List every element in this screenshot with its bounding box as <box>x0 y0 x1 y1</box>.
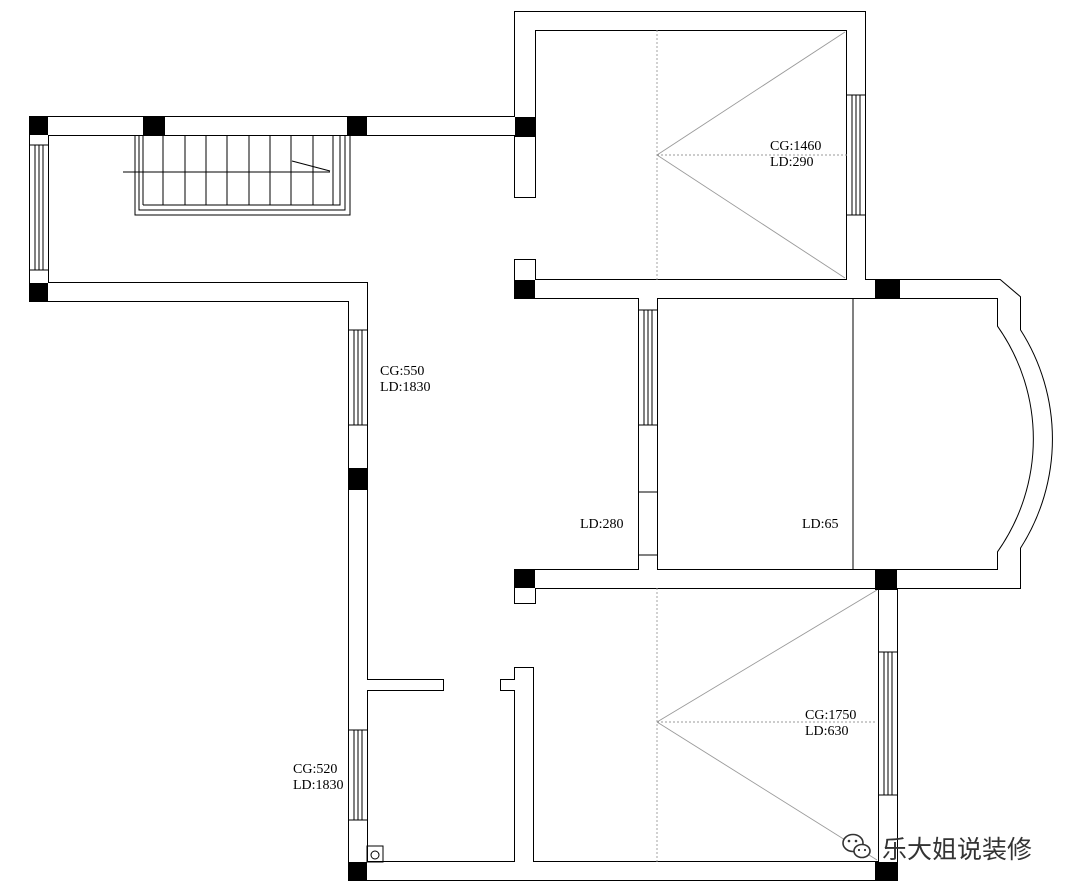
north-room-guides <box>656 30 847 280</box>
label-southwest-room-ld: LD:1830 <box>293 778 344 793</box>
window-corridor-upper <box>349 329 367 426</box>
drain-icon <box>370 850 380 860</box>
stair-railing-outer <box>134 135 351 216</box>
guide-line <box>656 589 878 723</box>
label-south-room-ld: LD:630 <box>805 724 849 739</box>
walls-outline <box>29 11 1053 881</box>
window-stair-west <box>30 144 48 271</box>
columns <box>30 117 900 880</box>
wechat-bubble-small <box>853 843 871 859</box>
wechat-eye <box>863 848 867 852</box>
stair-arrow-head <box>291 160 331 172</box>
stair-stringer <box>143 135 341 206</box>
label-north-room-ld: LD:290 <box>770 155 814 170</box>
wechat-icon <box>842 833 871 859</box>
dimension-labels: CG:1460 LD:290 CG:550 LD:1830 LD:280 LD:… <box>293 139 856 793</box>
staircase <box>123 135 351 216</box>
label-middle-east-ld: LD:65 <box>802 517 839 532</box>
guide-line <box>656 31 846 156</box>
guide-line <box>656 154 846 279</box>
drain-box <box>366 845 384 863</box>
watermark: 乐大姐说装修 <box>842 833 1032 864</box>
label-southwest-room-cg: CG:520 <box>293 762 337 777</box>
column <box>875 570 897 590</box>
label-middle-west-ld: LD:280 <box>580 517 624 532</box>
column <box>30 283 48 301</box>
column <box>347 117 367 135</box>
column <box>349 468 367 490</box>
column <box>875 280 900 298</box>
column <box>30 117 48 135</box>
window-south-room-east <box>879 651 897 796</box>
window-north-room-east <box>847 94 865 216</box>
label-north-room-cg: CG:1460 <box>770 139 821 154</box>
guide-line <box>656 721 878 861</box>
watermark-text: 乐大姐说装修 <box>882 835 1032 864</box>
south-room-guides <box>656 588 878 862</box>
floor-drain <box>366 845 384 863</box>
column <box>515 117 535 137</box>
label-south-room-cg: CG:1750 <box>805 708 856 723</box>
column <box>515 570 535 588</box>
column <box>515 280 535 298</box>
wechat-eye <box>854 839 858 843</box>
column <box>143 117 165 135</box>
wechat-eye <box>847 839 851 843</box>
column <box>349 862 367 880</box>
window-middle-west <box>639 309 657 556</box>
label-corridor-ld: LD:1830 <box>380 380 431 395</box>
column <box>875 862 897 880</box>
wechat-eye <box>857 848 861 852</box>
label-corridor-cg: CG:550 <box>380 364 424 379</box>
window-corridor-lower <box>349 729 367 821</box>
walls-fill <box>30 12 1052 880</box>
